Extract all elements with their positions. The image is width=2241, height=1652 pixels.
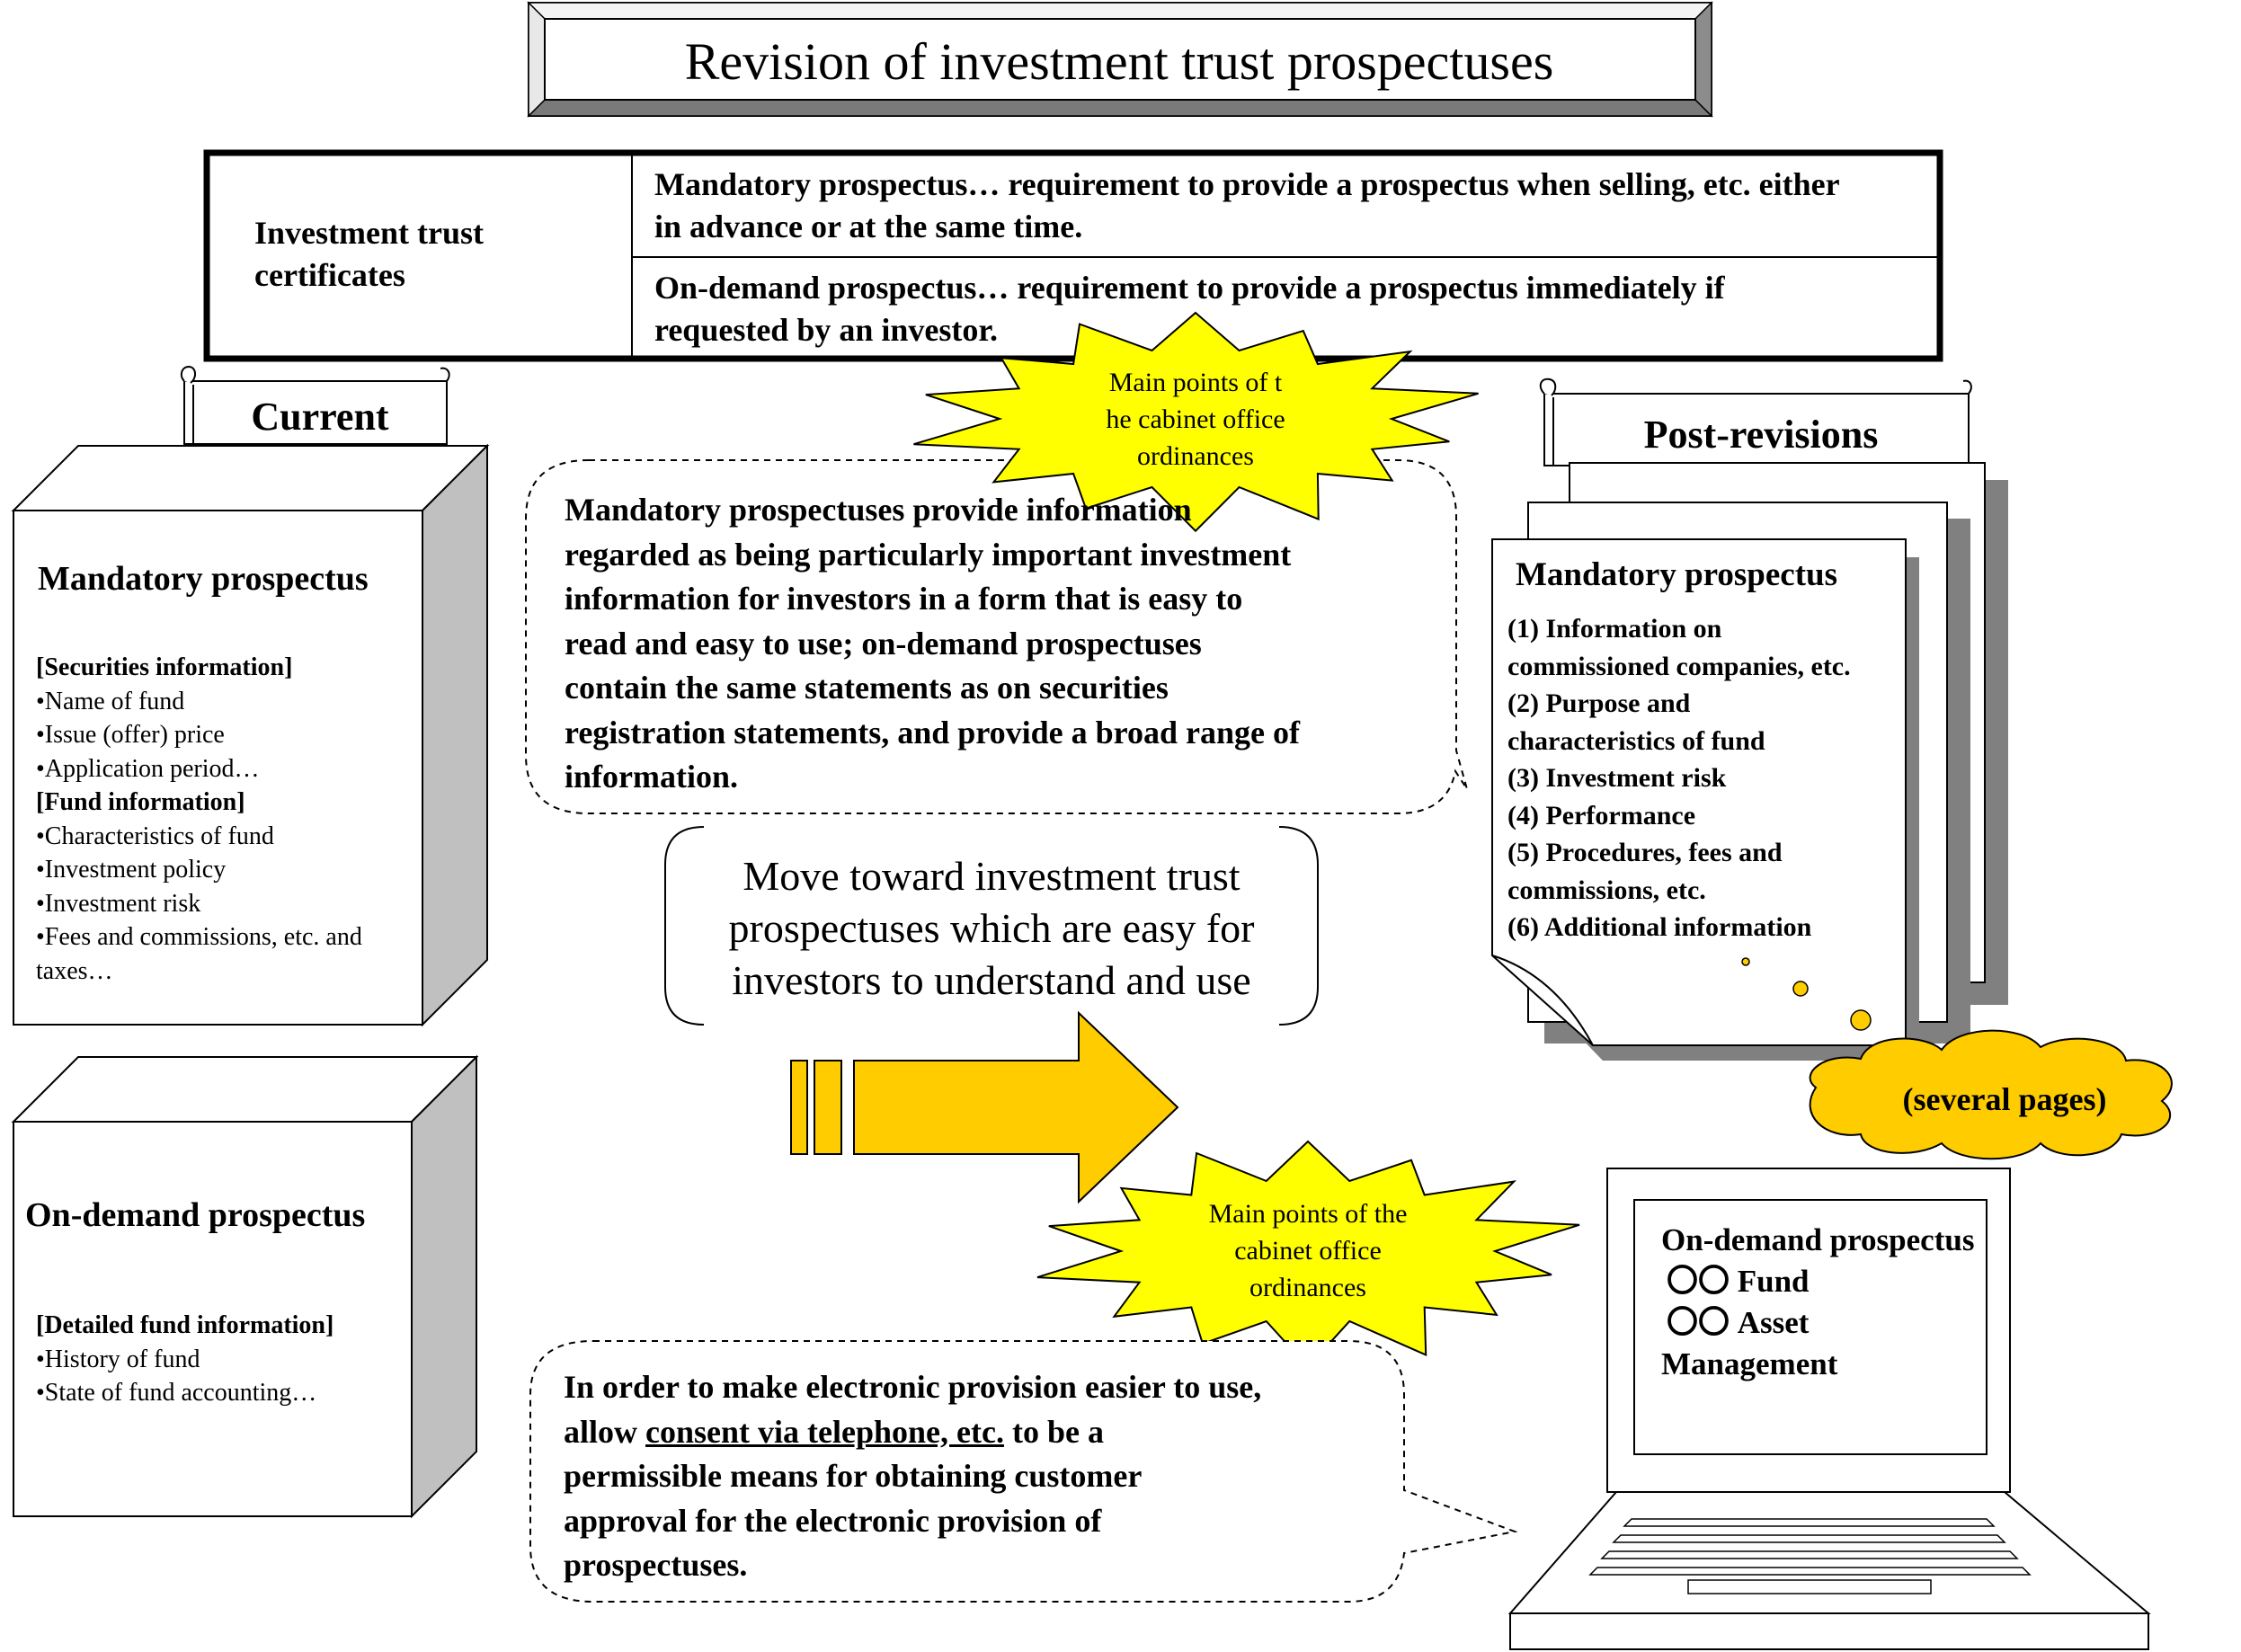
callout-1-text: Mandatory prospectuses provide informati…: [565, 492, 1300, 795]
starburst-1-text: Main points of t he cabinet office ordin…: [1106, 368, 1285, 471]
current-banner: [180, 365, 450, 445]
current-label: Current: [251, 395, 389, 439]
definition-table: [203, 149, 1943, 362]
callout-1-shape: [525, 459, 1468, 814]
current-ondemand-heading: On-demand prospectus: [25, 1196, 366, 1234]
current-mandatory-heading: Mandatory prospectus: [38, 560, 369, 598]
laptop: [1507, 1168, 2151, 1650]
thought-bubbles: [1741, 957, 1872, 1031]
several-pages-cloud: [1809, 1029, 2173, 1160]
center-box-text: Move toward investment trust prospectuse…: [728, 853, 1255, 1003]
starburst-2-text: Main points of the cabinet office ordina…: [1208, 1199, 1408, 1302]
post-label: Post-revisions: [1643, 413, 1879, 457]
underlined-phrase: consent via telephone, etc.: [645, 1413, 1004, 1450]
current-ondemand-list: [Detailed fund information] •History of …: [36, 1311, 334, 1407]
post-banner: [1539, 377, 1972, 466]
laptop-screen-text: On-demand prospectus 〇〇 Fund 〇〇 Asset Ma…: [1661, 1222, 1975, 1381]
current-mandatory-list: [Securities information] •Name of fund •…: [36, 653, 362, 985]
center-bracket-box: [664, 826, 1319, 1026]
title-frame: [527, 1, 1713, 118]
current-ondemand-box: [11, 1054, 479, 1519]
callout-2-shape: [529, 1340, 1518, 1603]
table-left-label: Investment trust certificates: [254, 215, 484, 293]
table-row-mandatory: Mandatory prospectus… requirement to pro…: [654, 166, 1840, 244]
several-pages-label: (several pages): [1902, 1081, 2107, 1117]
striped-arrow: [790, 1010, 1179, 1204]
current-mandatory-box: [11, 443, 490, 1027]
page-title: Revision of investment trust prospectuse…: [684, 32, 1554, 91]
post-mandatory-heading: Mandatory prospectus: [1516, 556, 1838, 593]
table-row-ondemand: On-demand prospectus… requirement to pro…: [654, 270, 1725, 348]
post-mandatory-list: (1) Information on commissioned companie…: [1507, 614, 1851, 942]
callout-2-text: In order to make electronic provision ea…: [564, 1369, 1262, 1583]
starburst-1: [913, 311, 1479, 533]
post-pages-stack: [1491, 462, 2008, 1061]
